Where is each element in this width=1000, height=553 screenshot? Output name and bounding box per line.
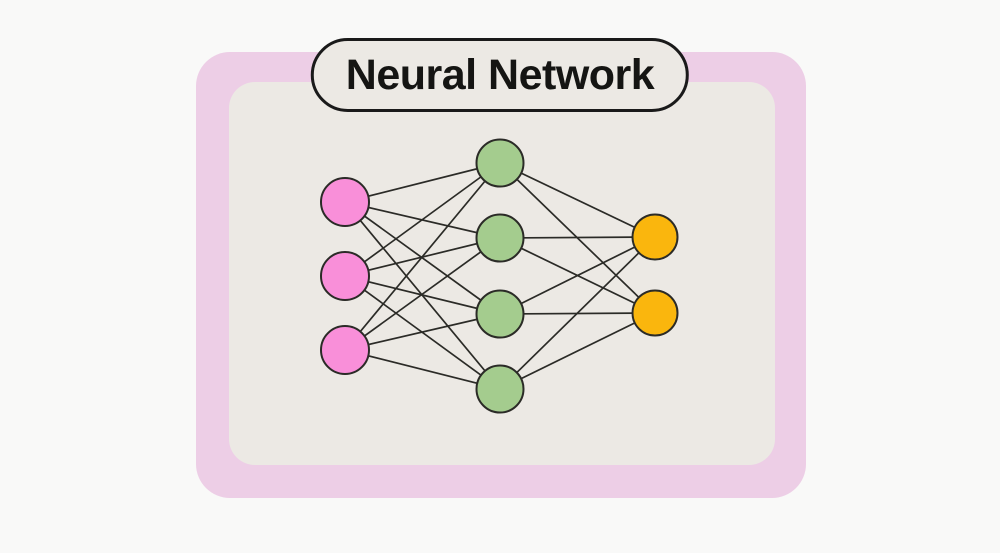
network-card <box>196 52 806 498</box>
diagram-panel <box>229 82 775 465</box>
title-text: Neural Network <box>345 50 655 99</box>
title-badge: Neural Network <box>310 38 690 112</box>
